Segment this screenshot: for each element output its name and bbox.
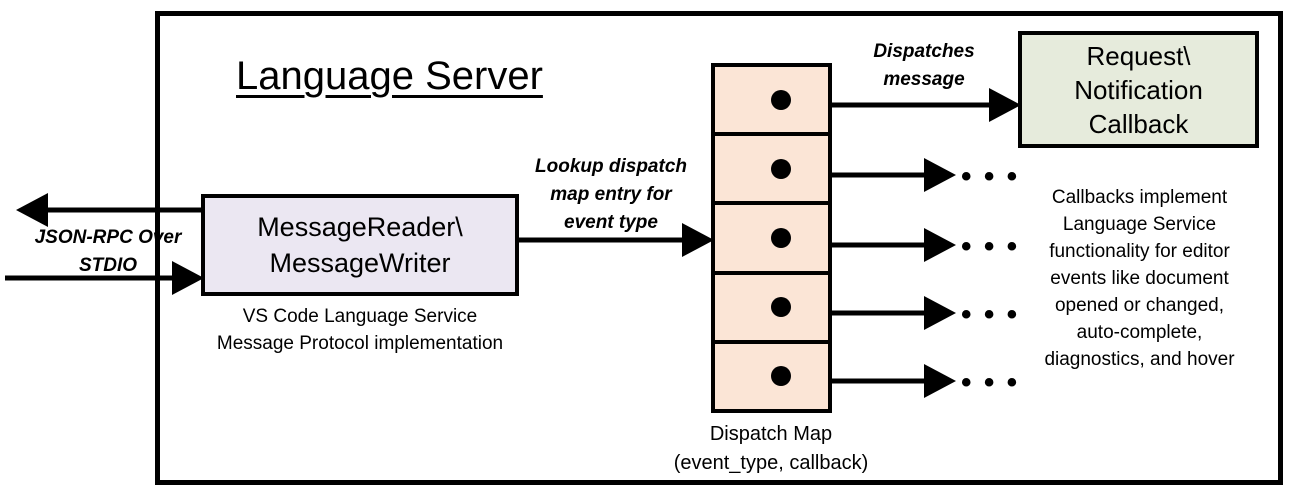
dispatch-entry-dot-icon (771, 228, 791, 248)
language-server-boundary (155, 11, 1283, 485)
ellipsis-row-5: • • • (961, 366, 1020, 399)
callback-description: Callbacks implement Language Service fun… (1044, 187, 1235, 370)
ellipsis-row-2: • • • (961, 160, 1020, 193)
dispatch-entry-dot-icon (771, 158, 791, 179)
request-notification-callback-label: Request\ Notification Callback (1074, 40, 1203, 139)
page-title: Language Server (236, 54, 543, 98)
ellipsis-row-4: • • • (961, 298, 1020, 331)
message-reader-writer-box[interactable]: MessageReader\ MessageWriter (201, 194, 519, 296)
ellipsis-row-3: • • • (961, 230, 1020, 263)
dispatch-map-row-5[interactable] (715, 344, 828, 409)
message-reader-writer-caption: VS Code Language Service Message Protoco… (216, 306, 504, 354)
dispatch-entry-dot-icon (771, 366, 791, 387)
request-notification-callback-box[interactable]: Request\ Notification Callback (1018, 31, 1259, 148)
dispatches-message-label: Dispatches message (873, 41, 975, 90)
dispatch-map-row-2[interactable] (715, 136, 828, 206)
dispatch-map-row-3[interactable] (715, 205, 828, 275)
dispatch-entry-dot-icon (771, 89, 791, 110)
dispatch-map-row-4[interactable] (715, 275, 828, 344)
message-reader-writer-label: MessageReader\ MessageWriter (257, 212, 463, 278)
jsonrpc-stdio-label: JSON-RPC Over STDIO (34, 227, 182, 276)
dispatch-entry-dot-icon (771, 297, 791, 318)
dispatch-map-row-1[interactable] (715, 67, 828, 137)
lookup-dispatch-label: Lookup dispatch map entry for event type (535, 156, 687, 233)
dispatch-map-caption: Dispatch Map (event_type, callback) (673, 423, 869, 474)
dispatch-map-table[interactable] (711, 63, 832, 413)
